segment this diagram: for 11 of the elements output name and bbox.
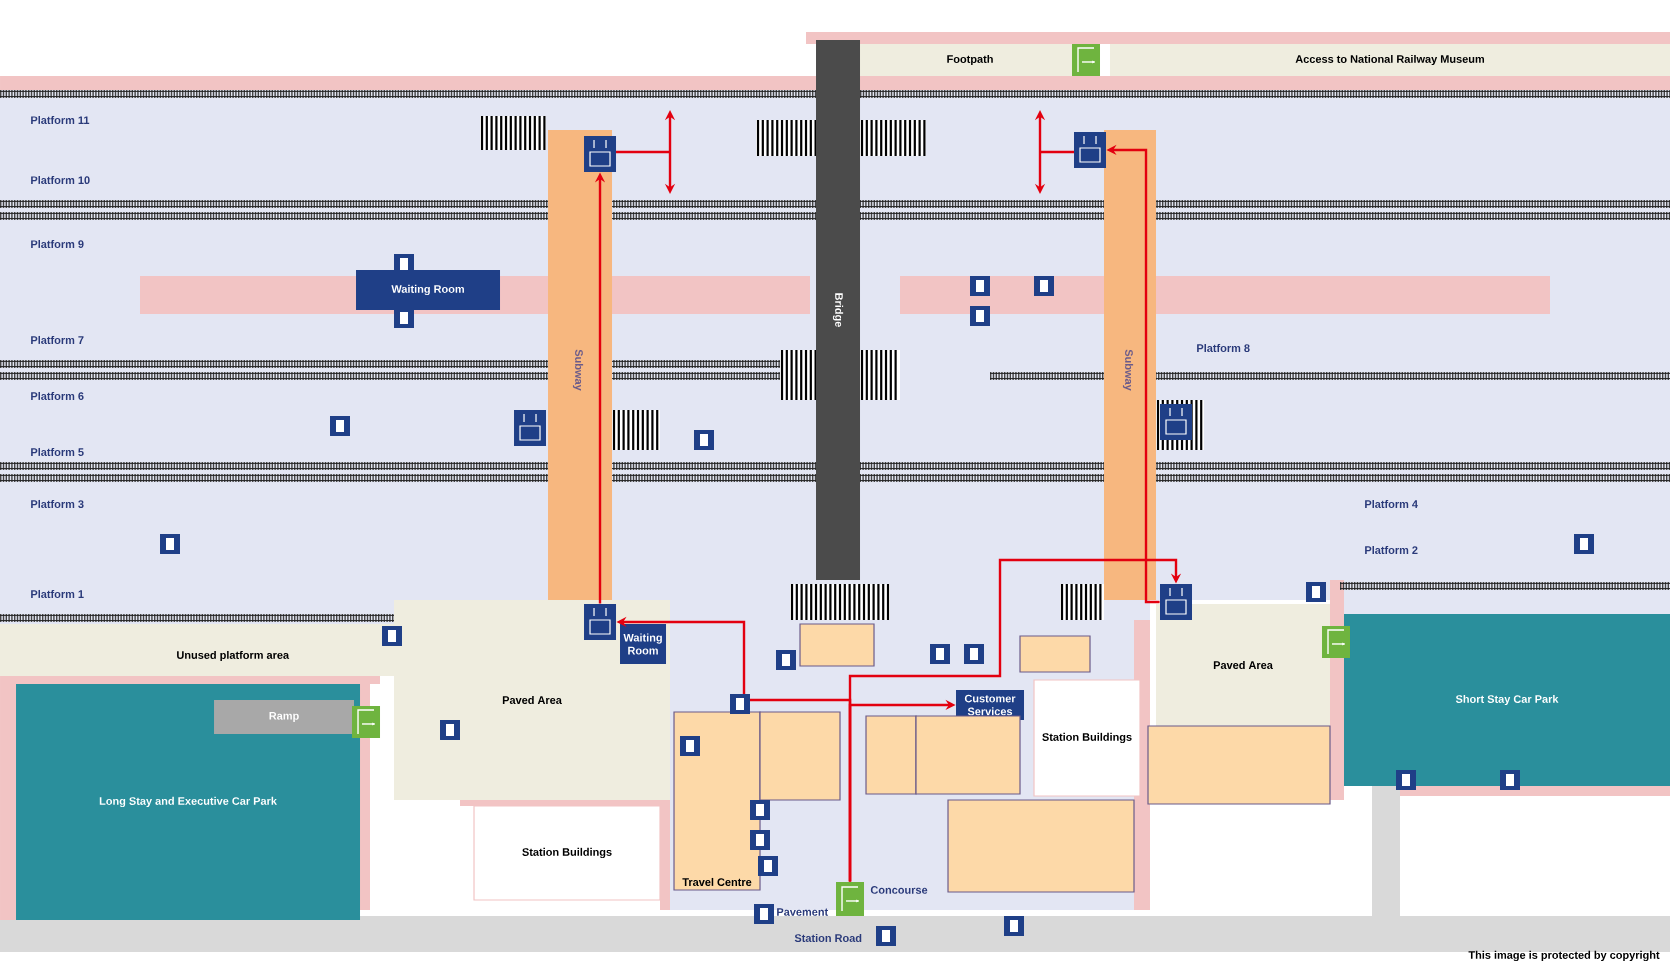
shop-unit	[759, 711, 841, 801]
lift-icon	[584, 604, 616, 640]
lift-icon	[1074, 132, 1106, 168]
route-arrow	[848, 558, 1182, 882]
shop-unit	[1019, 635, 1091, 673]
shop-unit	[1147, 725, 1331, 805]
shop-unit	[799, 623, 875, 667]
shop-unit	[865, 715, 917, 795]
lift-icon	[1160, 584, 1192, 620]
shop-unit	[947, 799, 1135, 893]
lift-icon	[584, 136, 616, 172]
